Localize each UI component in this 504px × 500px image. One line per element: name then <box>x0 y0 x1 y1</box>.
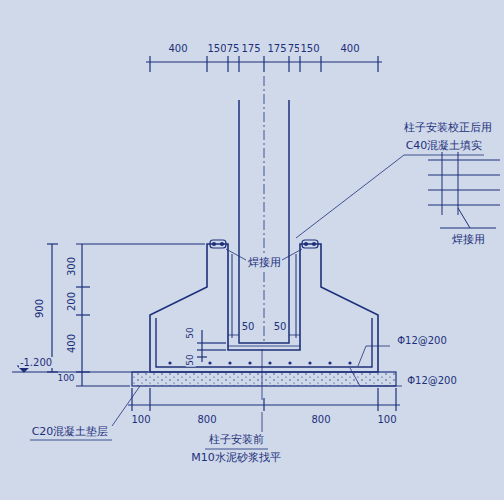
dimension: 150 <box>299 43 320 54</box>
dimension: 400 <box>167 43 188 54</box>
column <box>239 100 289 343</box>
dimension: 200 <box>67 290 78 311</box>
dimension: 100 <box>376 414 397 425</box>
dim-ticks <box>132 388 396 411</box>
dimension: 175 <box>266 43 287 54</box>
weld-detail <box>428 150 500 228</box>
dimension: 400 <box>339 43 360 54</box>
rebar-spec: Φ12@200 <box>396 335 448 346</box>
material-note: C20混凝土垫层 <box>31 426 110 438</box>
rebar <box>232 254 296 338</box>
elevation: -1.200 <box>19 357 53 368</box>
dimension: 100 <box>130 414 151 425</box>
elevation-line <box>12 372 148 373</box>
dimension: 400 <box>67 332 78 353</box>
dimension: 50 <box>273 321 288 332</box>
cup-foundation <box>150 244 378 372</box>
note: 柱子安装前 <box>208 434 265 446</box>
dimension: 300 <box>67 255 78 276</box>
leader-line <box>262 412 263 432</box>
dim-line <box>51 244 52 372</box>
center-line <box>264 272 265 342</box>
dim-ticks <box>76 244 205 386</box>
note: 柱子安装校正后用 <box>403 122 493 134</box>
dimension: 900 <box>35 297 46 318</box>
dimension: 50 <box>186 353 196 366</box>
dimension: 50 <box>241 321 256 332</box>
embedded-plate <box>210 240 226 248</box>
leader-line <box>226 249 246 260</box>
dimension: 100 <box>56 374 75 384</box>
leader-line <box>282 249 302 260</box>
center-line <box>264 76 265 255</box>
dimension: 150 <box>206 43 227 54</box>
leader-line <box>262 349 263 400</box>
dimension: 800 <box>310 414 331 425</box>
note: C40混凝土填实 <box>405 140 484 152</box>
leader-line <box>296 155 404 238</box>
rebar-spec: Φ12@200 <box>406 375 458 386</box>
dimension: 50 <box>186 326 196 339</box>
material-note: M10水泥砂浆找平 <box>190 452 282 464</box>
dimension: 75 <box>226 43 241 54</box>
embedded-plate <box>302 240 318 248</box>
note: 焊接用 <box>247 257 282 269</box>
rebar <box>156 318 372 367</box>
dimension: 800 <box>196 414 217 425</box>
note: 焊接用 <box>451 234 486 246</box>
dim-ticks <box>150 56 378 72</box>
dimension: 175 <box>240 43 261 54</box>
mortar-layer <box>228 346 300 347</box>
